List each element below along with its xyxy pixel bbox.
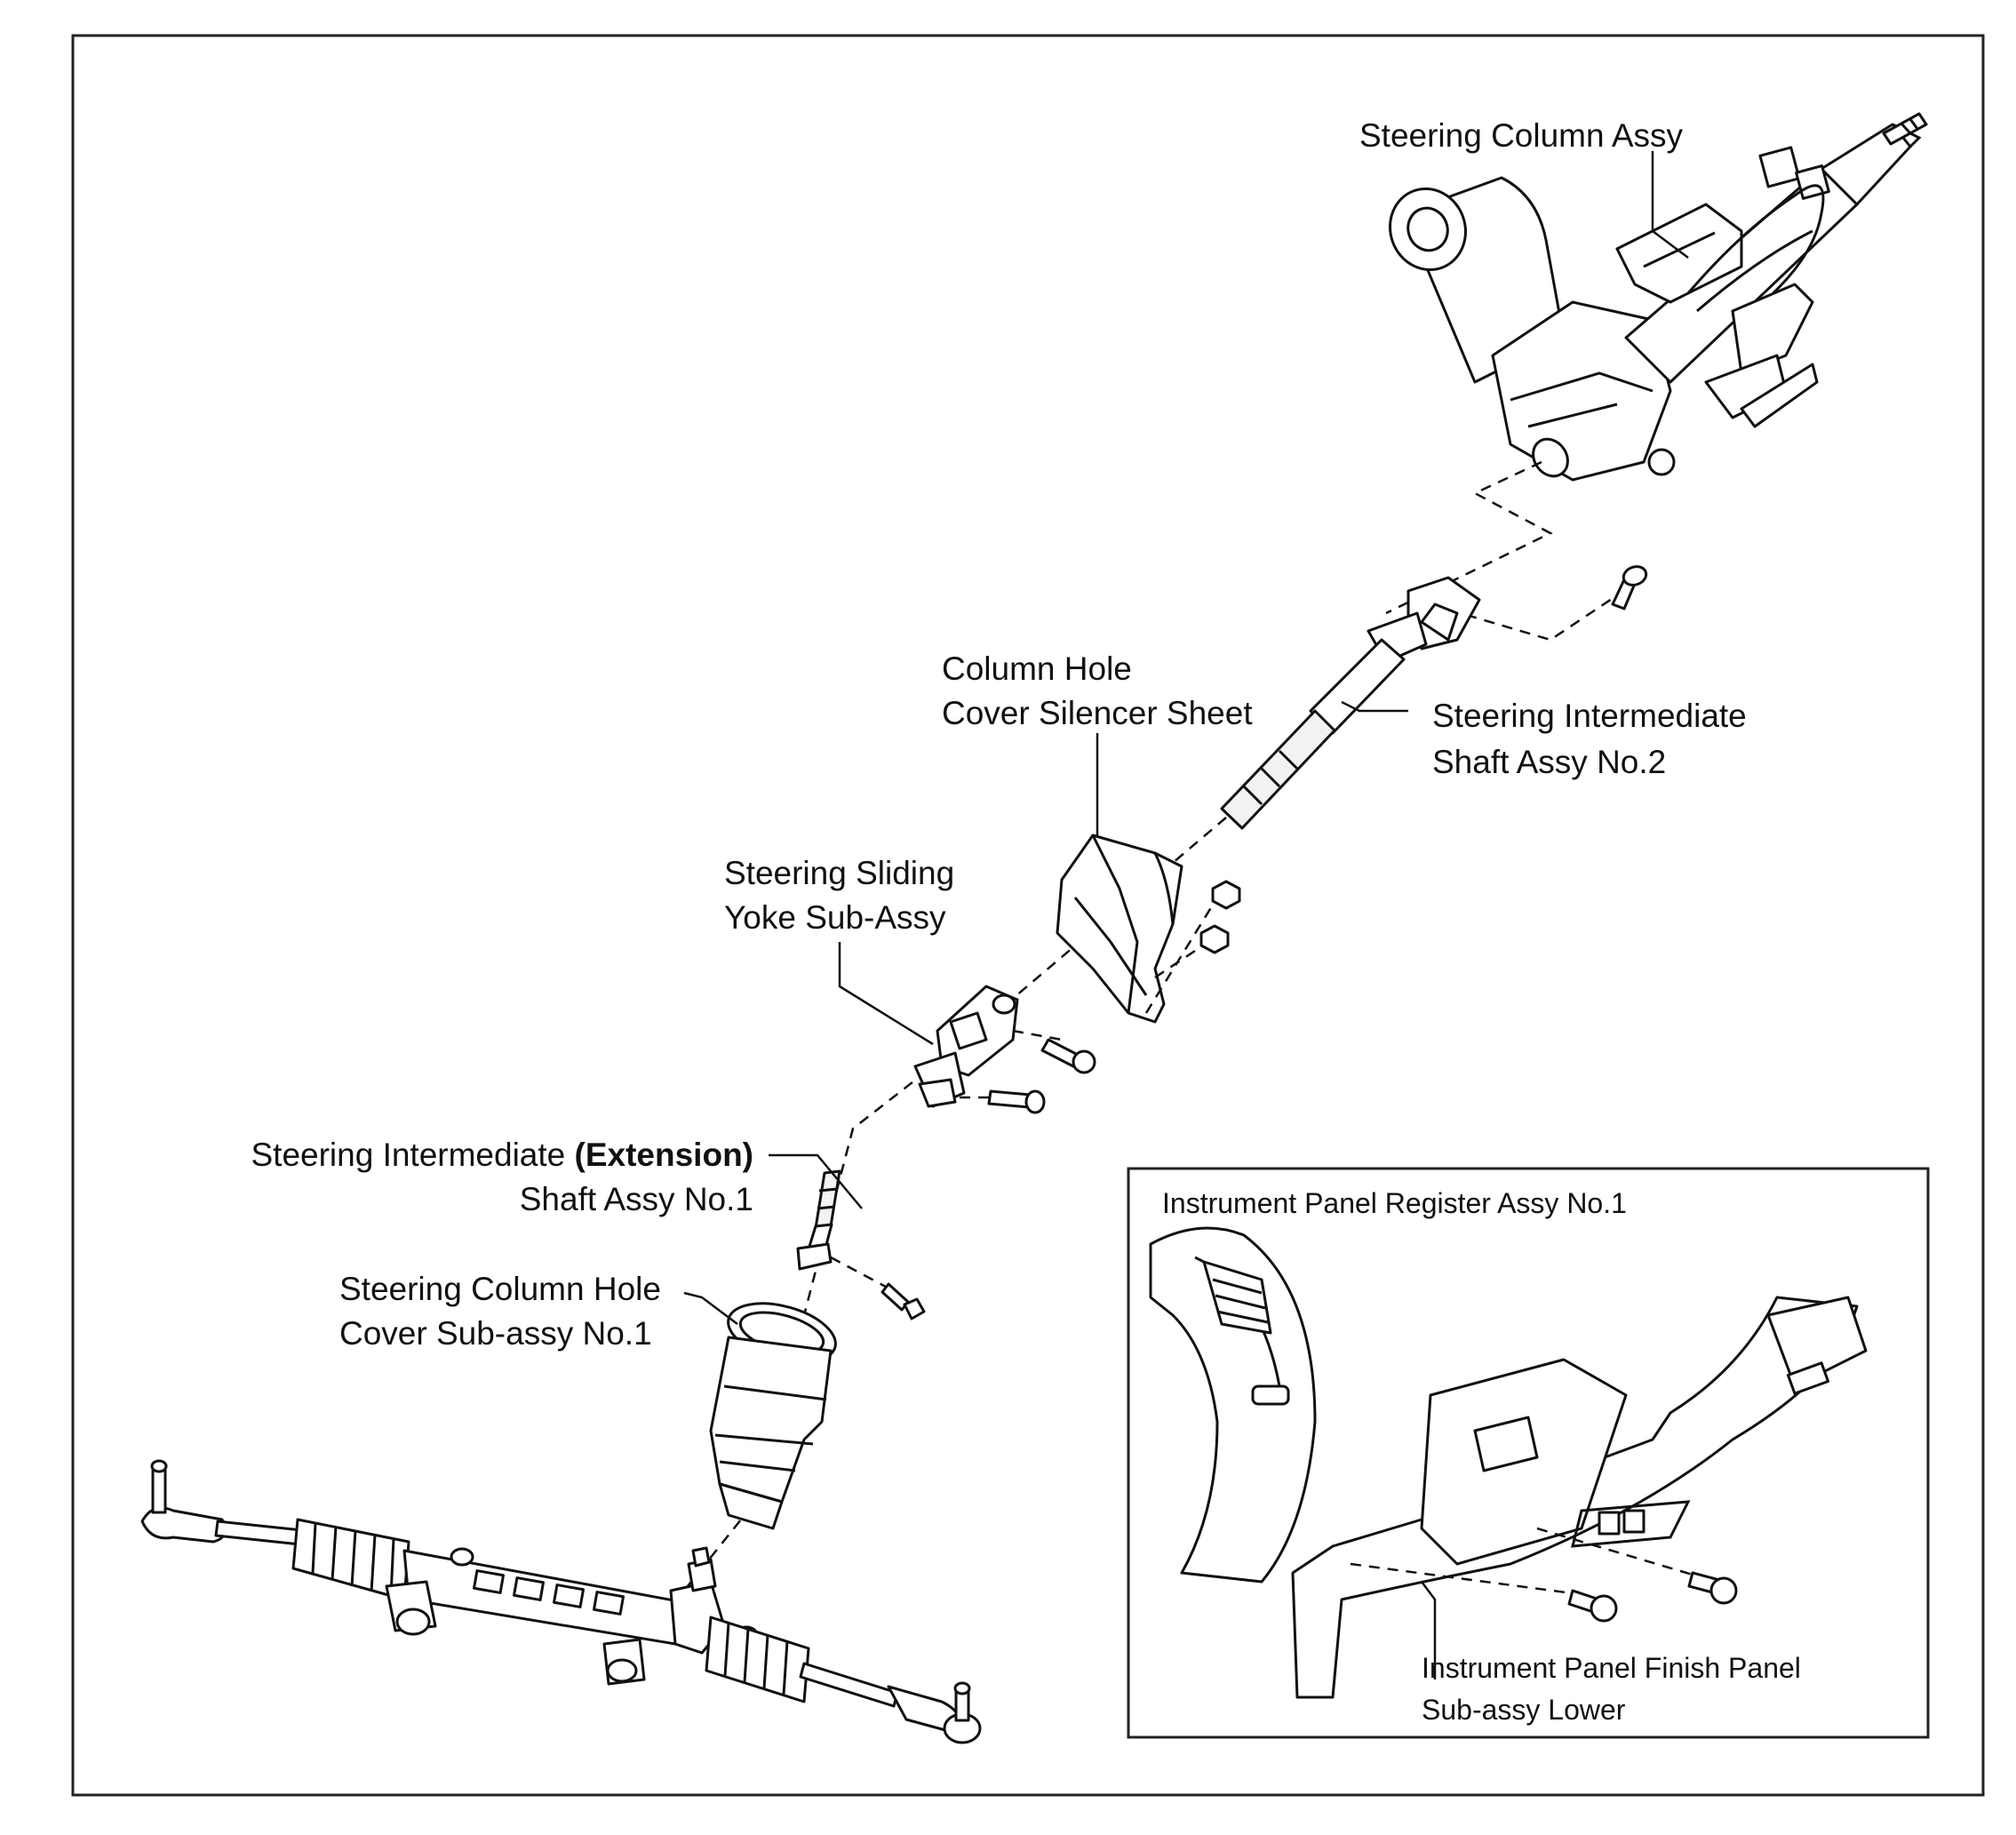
intermediate-shaft-no2-drawing (1220, 576, 1481, 830)
label-extension-shaft-1: Steering Intermediate (Extension) (251, 1137, 753, 1173)
inset-frame (1127, 1167, 1930, 1739)
label-inset-register: Instrument Panel Register Assy No.1 (1162, 1187, 1627, 1219)
label-column-hole-cover-silencer-2: Cover Silencer Sheet (942, 695, 1253, 731)
hole-cover-drawing (709, 1302, 837, 1530)
bolt-upper (1611, 565, 1648, 610)
nuts (1199, 880, 1241, 954)
inset-bolts (1567, 1571, 1738, 1623)
steering-column-assy-drawing (1389, 112, 1928, 482)
dash-inset-bolts (1350, 1527, 1702, 1597)
yoke-bolts (987, 1038, 1096, 1114)
label-intermediate-shaft-no2-2: Shaft Assy No.2 (1432, 744, 1666, 780)
dash-column-to-shaft (1385, 460, 1553, 615)
label-sliding-yoke-1: Steering Sliding (724, 855, 954, 891)
inset-finish-panel-drawing (1291, 1296, 1868, 1699)
sliding-yoke-drawing (913, 985, 1019, 1108)
outer-frame (71, 34, 1985, 1797)
label-extension-shaft-1b: (Extension) (575, 1137, 753, 1173)
label-extension-shaft-2: Shaft Assy No.1 (520, 1181, 753, 1217)
label-column-hole-cover-silencer-1: Column Hole (942, 650, 1132, 687)
inset-register-drawing (1149, 1226, 1317, 1584)
label-hole-cover-2: Cover Sub-assy No.1 (339, 1315, 652, 1352)
label-intermediate-shaft-no2-1: Steering Intermediate (1432, 698, 1747, 734)
leader-lines (683, 151, 1689, 1679)
label-inset-finish-2: Sub-assy Lower (1422, 1694, 1626, 1726)
extension-shaft-drawing (796, 1169, 841, 1271)
label-sliding-yoke-2: Yoke Sub-Assy (724, 899, 946, 936)
dash-silencer-nuts (1144, 897, 1219, 1014)
dash-yoke-bolts (960, 1029, 1063, 1099)
steering-rack-drawing (140, 1459, 982, 1744)
extension-bolt (881, 1282, 926, 1320)
label-extension-shaft-1a: Steering Intermediate (251, 1137, 574, 1173)
label-steering-column-assy: Steering Column Assy (1359, 117, 1684, 154)
label-hole-cover-1: Steering Column Hole (339, 1271, 661, 1307)
dash-main-axis (683, 817, 1227, 1592)
label-inset-finish-1: Instrument Panel Finish Panel (1422, 1652, 1801, 1684)
silencer-sheet-drawing (1056, 834, 1183, 1024)
